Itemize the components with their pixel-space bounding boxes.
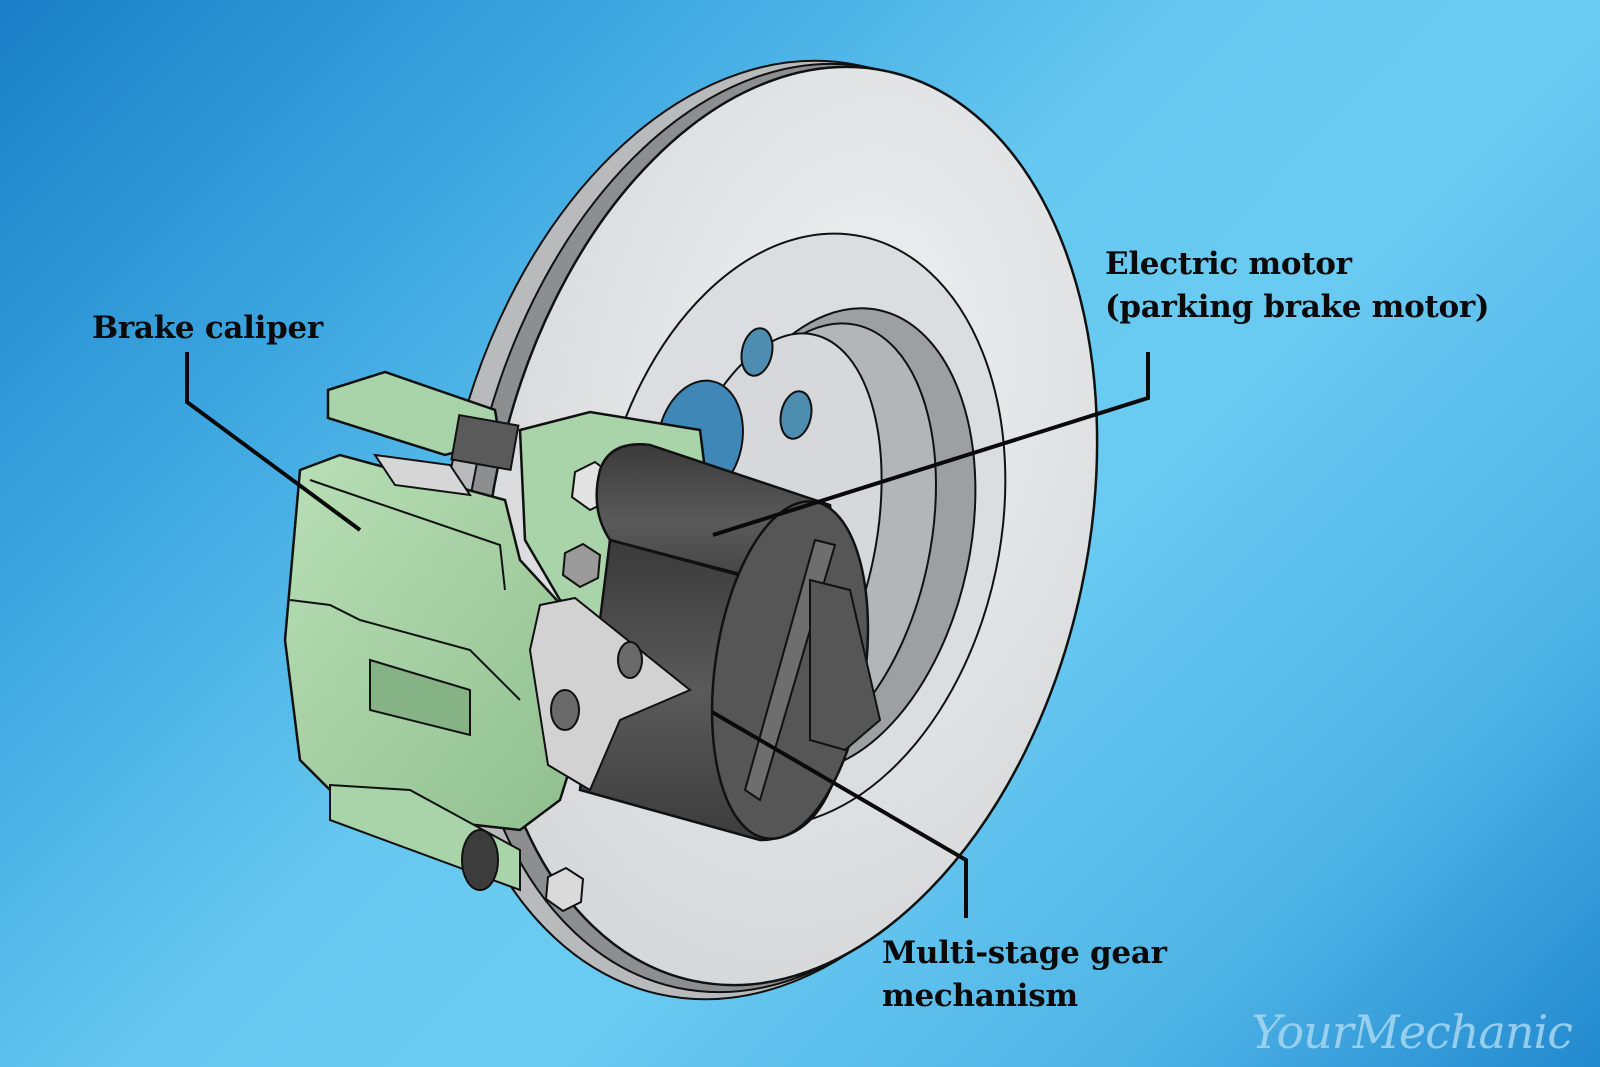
guide-spring [450,413,520,472]
lug-hole [740,327,774,377]
leader-lines [185,352,1150,918]
lug-hole [779,390,813,440]
bolt-head [544,866,585,913]
label-electric-motor-line1: Electric motor [1105,246,1352,282]
label-brake-caliper: Brake caliper [92,310,323,346]
leader-electric-motor [712,352,1150,537]
connector-plug [809,578,882,752]
label-gear-mechanism-line2: mechanism [882,978,1078,1014]
label-electric-motor-line2: (parking brake motor) [1105,289,1490,325]
gear-housing [528,500,882,842]
label-gear-mechanism: Multi-stage gear mechanism [882,932,1167,1018]
label-electric-motor: Electric motor (parking brake motor) [1105,243,1490,329]
leader-gear-mechanism [710,710,968,918]
label-gear-mechanism-line1: Multi-stage gear [882,935,1167,971]
mounting-tab [528,596,692,792]
leader-brake-caliper [185,352,362,532]
watermark-logo: YourMechanic [1251,1005,1573,1059]
bolt-head [561,542,602,589]
